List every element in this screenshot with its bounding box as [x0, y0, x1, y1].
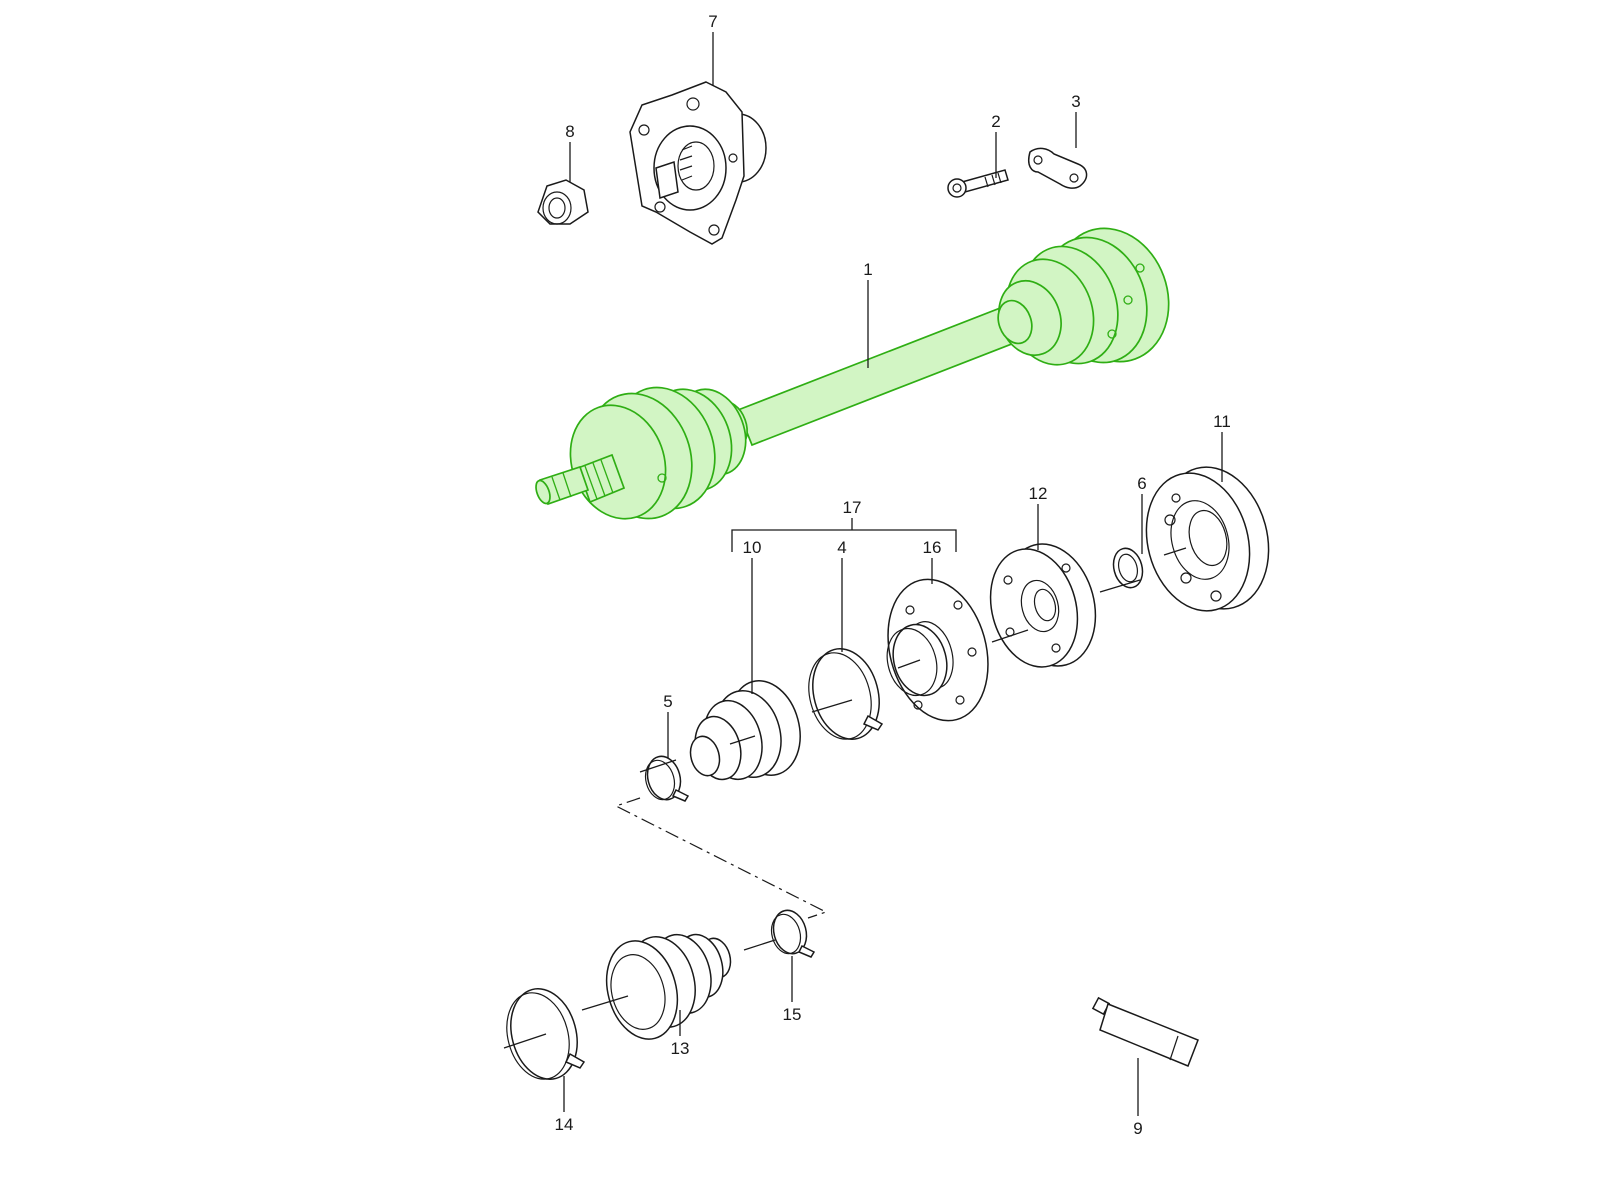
part-13-boot[interactable]: [596, 928, 734, 1047]
part-4-clamp[interactable]: [800, 641, 889, 746]
callout-1: 1: [863, 260, 872, 279]
part-6-circlip[interactable]: [1109, 545, 1146, 591]
splined-stub: [535, 453, 626, 506]
part-5-small-clamp[interactable]: [641, 753, 690, 804]
dashed-connection-line: [614, 797, 828, 919]
part-7-flange[interactable]: [629, 81, 767, 245]
callout-2: 2: [991, 112, 1000, 131]
part-9-grease-tube[interactable]: [1091, 996, 1199, 1067]
callout-6: 6: [1137, 474, 1146, 493]
callout-8: 8: [565, 122, 574, 141]
part-10-boot[interactable]: [686, 673, 810, 786]
part-8-nut[interactable]: [537, 179, 589, 225]
callout-13: 13: [671, 1039, 690, 1058]
callout-4: 4: [837, 538, 846, 557]
part-11-cv-joint[interactable]: [1132, 455, 1284, 623]
part-3-lock-plate[interactable]: [1027, 147, 1088, 189]
callout-16: 16: [923, 538, 942, 557]
part-12-inner-race[interactable]: [978, 534, 1109, 677]
callout-3: 3: [1071, 92, 1080, 111]
callout-labels: 1 2 3 4 5 6 7 8 9 10 11 12 13 14 15 16 1…: [555, 12, 1231, 1138]
callout-15: 15: [783, 1005, 802, 1024]
callout-5: 5: [663, 692, 672, 711]
axis-line-upper: [639, 547, 1187, 773]
part-1-drive-shaft[interactable]: [533, 212, 1187, 533]
callout-7: 7: [708, 12, 717, 31]
callout-9: 9: [1133, 1119, 1142, 1138]
part-14-clamp[interactable]: [498, 981, 587, 1086]
inner-cv-joint: [569, 386, 748, 520]
callout-11: 11: [1213, 412, 1231, 431]
callout-14: 14: [555, 1115, 574, 1134]
callout-10: 10: [743, 538, 762, 557]
outer-cv-joint: [997, 227, 1170, 366]
callout-17: 17: [843, 498, 862, 517]
part-2-bolt[interactable]: [947, 169, 1009, 198]
part-15-small-clamp[interactable]: [767, 907, 816, 958]
leader-lines: [563, 32, 1223, 1116]
axis-line-lower: [503, 939, 776, 1049]
callout-12: 12: [1029, 484, 1048, 503]
part-16-boot-flange[interactable]: [873, 568, 1003, 732]
